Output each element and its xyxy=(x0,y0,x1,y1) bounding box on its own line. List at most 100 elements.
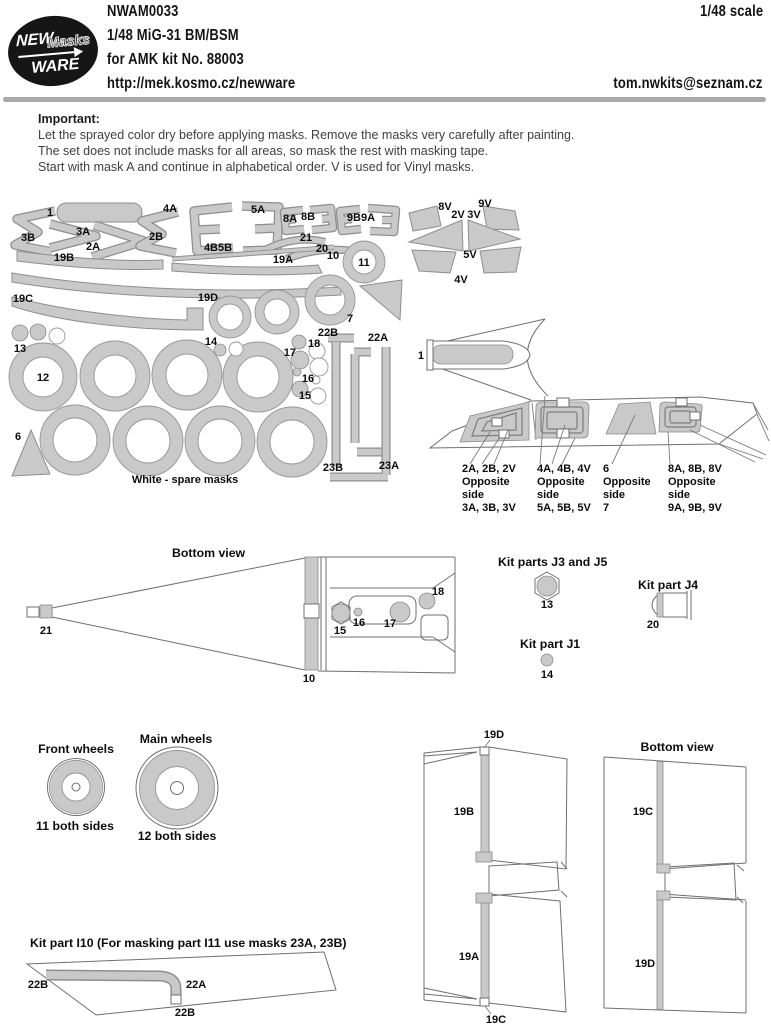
mask-19D-applied xyxy=(656,890,664,1011)
mask-21-shape xyxy=(265,235,326,253)
fin-label-19A: 19A xyxy=(459,951,479,963)
sheet-label-2A: 2A xyxy=(86,241,100,253)
mask-22B-shape xyxy=(328,333,354,466)
mask-19A-applied xyxy=(480,892,490,1006)
canopy-label-col-2: 4A, 4B, 4V Opposite side 5A, 5B, 5V xyxy=(537,463,591,514)
fin-bottom-title: Bottom view xyxy=(640,740,714,754)
mask-9A-shape xyxy=(367,203,401,237)
canopy-2-opp2: side xyxy=(537,489,559,501)
sheet-label-2B: 2B xyxy=(149,231,163,243)
mask-5V-shape xyxy=(479,246,522,274)
bay-square-outline xyxy=(420,614,449,641)
fin-bv-label-19D: 19D xyxy=(635,958,655,970)
i10-outline xyxy=(25,951,337,1016)
mask-13-applied xyxy=(536,575,558,597)
mask-16-applied xyxy=(353,607,363,617)
vinyl-label-9V: 9V xyxy=(478,198,492,210)
i10-label-22B-left: 22B xyxy=(28,979,48,991)
wheel-ring-5 xyxy=(112,405,184,477)
mask-1-shape xyxy=(56,202,143,223)
band-window xyxy=(303,603,320,619)
bv-label-21: 21 xyxy=(40,625,52,637)
mask-19B-shape xyxy=(16,250,164,271)
mask-4A-4B-shape xyxy=(189,202,234,256)
bv-label-16: 16 xyxy=(353,617,365,629)
mask-8A-shape xyxy=(279,205,305,236)
sheet-label-5A: 5A xyxy=(251,204,265,216)
kit-label-20: 20 xyxy=(647,619,659,631)
sheet-label-1: 1 xyxy=(47,207,53,219)
canopy-leader-lines xyxy=(469,395,767,465)
bv-label-18: 18 xyxy=(432,586,444,598)
sheet-label-9B9A: 9B9A xyxy=(347,212,375,224)
canopy-label-col-3: 6 Opposite side 7 xyxy=(603,463,651,514)
mask-11-ring xyxy=(342,240,386,284)
front-wheels-caption: 11 both sides xyxy=(36,819,114,833)
mask-3B-shape xyxy=(10,206,56,257)
wheel-ring-3 xyxy=(222,341,294,413)
kit-j3j5-title: Kit parts J3 and J5 xyxy=(498,555,608,569)
mask-19D-shape xyxy=(11,296,204,331)
sheet-label-22A: 22A xyxy=(368,332,388,344)
canopy-4-opp2: side xyxy=(668,489,690,501)
mask-2B-shape xyxy=(135,207,180,258)
sheet-label-16: 16 xyxy=(302,373,314,385)
fin-bottom-view: Bottom view 19C 19D xyxy=(603,740,747,1014)
wheel-ring-6 xyxy=(184,405,256,477)
product-subtitle: for AMK kit No. 88003 xyxy=(107,51,244,68)
canopy-3-opp2: side xyxy=(603,489,625,501)
sheet-label-23A: 23A xyxy=(379,460,399,472)
bottom-view-nose: Bottom view 21 10 15 16 17 18 xyxy=(26,546,456,685)
canopy-1-top: 2A, 2B, 2V xyxy=(462,463,516,475)
bottom-view-title: Bottom view xyxy=(172,546,246,560)
sheet-label-13: 13 xyxy=(14,343,26,355)
mask-13-circles xyxy=(11,323,66,345)
canopy-4-top: 8A, 8B, 8V xyxy=(668,463,722,475)
front-wheel xyxy=(47,758,105,816)
bv-label-10: 10 xyxy=(303,673,315,685)
main-wheels-title: Main wheels xyxy=(140,732,213,746)
fin-wedges xyxy=(423,751,478,1000)
mask-21-applied xyxy=(39,604,53,619)
gear-bay-outline xyxy=(330,572,456,653)
mask-19B-tab xyxy=(475,851,493,863)
main-wheel xyxy=(135,746,219,830)
sheet-label-18: 18 xyxy=(308,338,320,350)
kit-j4-title: Kit part J4 xyxy=(638,578,698,592)
canopy-3-top: 6 xyxy=(603,463,609,475)
nose-upper-line xyxy=(433,318,546,345)
mask-19B-applied xyxy=(480,746,490,862)
mask-3A-shape xyxy=(48,219,101,253)
sheet-label-8B: 8B xyxy=(301,211,315,223)
canopy-label-col-4: 8A, 8B, 8V Opposite side 9A, 9B, 9V xyxy=(668,463,722,514)
sheet-label-3B: 3B xyxy=(21,232,35,244)
mask-19D-elbow xyxy=(656,890,671,901)
canopy-1-opp1: Opposite xyxy=(462,476,510,488)
mask-19A-shape xyxy=(171,262,323,276)
mask-18-applied xyxy=(418,592,436,610)
spare-ring-c xyxy=(304,274,356,326)
mask-9V-shape xyxy=(482,205,520,231)
i10-label-22A: 22A xyxy=(186,979,206,991)
mask-5A-5B-shape xyxy=(241,201,284,256)
spare-ring-a xyxy=(208,295,252,339)
scale-label: 1/48 scale xyxy=(699,3,763,20)
nose-left-edge xyxy=(426,339,434,371)
mask-6-applied xyxy=(605,401,657,435)
i10-label-22B-bottom: 22B xyxy=(175,1007,195,1019)
mask-14-circles xyxy=(213,341,244,357)
windscreen-arc xyxy=(526,318,549,397)
fin-label-19C: 19C xyxy=(486,1014,506,1024)
sheet-label-10: 10 xyxy=(327,250,339,262)
fuselage-extra-lines xyxy=(718,402,770,460)
i10-window xyxy=(170,994,182,1005)
sheet-label-19A: 19A xyxy=(273,254,293,266)
mask-20-applied xyxy=(656,592,664,618)
fin-bv-label-19C: 19C xyxy=(633,806,653,818)
fin-lower-outline xyxy=(488,893,567,1013)
vinyl-label-2V: 2V xyxy=(451,209,465,221)
stab-notch-outline xyxy=(488,861,568,898)
mask-6-shape xyxy=(11,428,51,477)
important-line-2: The set does not include masks for all a… xyxy=(38,144,489,158)
